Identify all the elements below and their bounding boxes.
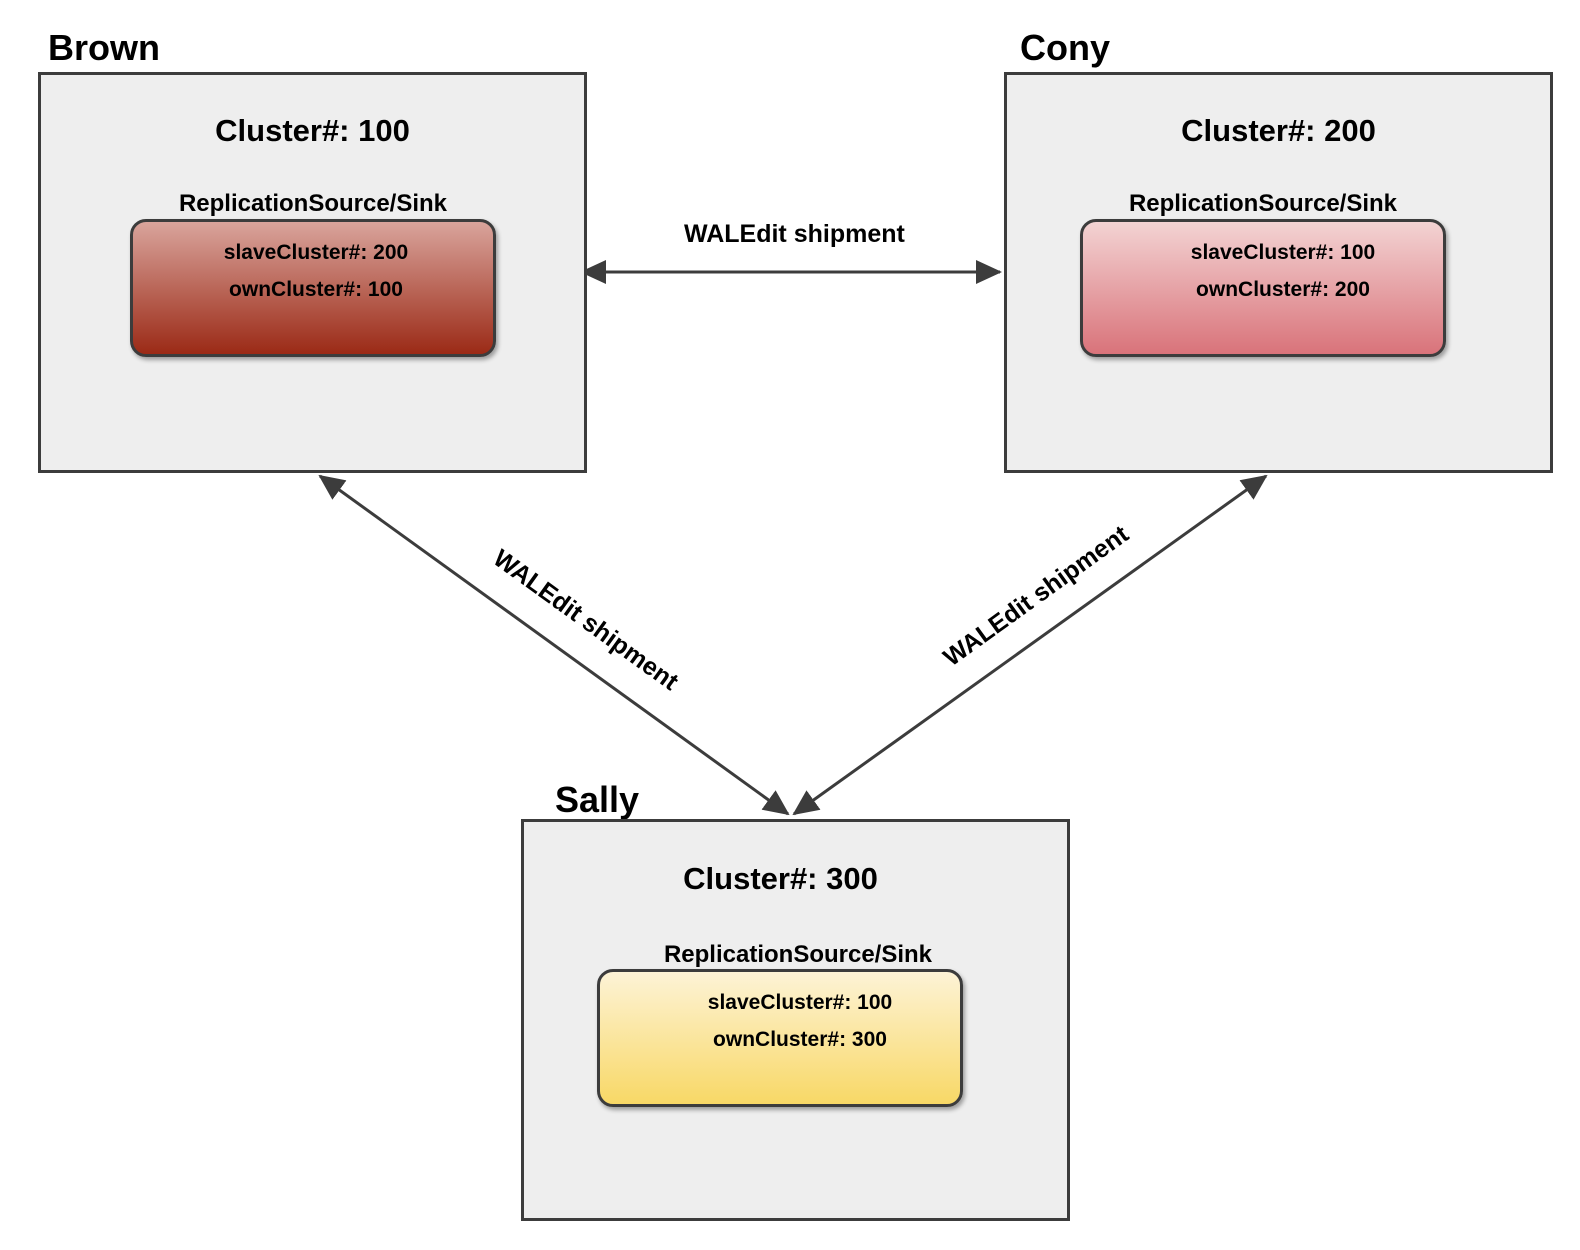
site-name-brown: Brown [48,27,160,68]
site-name-cony: Cony [1020,27,1110,68]
own-cluster-sally: ownCluster#: 300 [713,1028,887,1051]
cluster-box-brown: Cluster#: 100 ReplicationSource/Sink sla… [38,72,587,473]
cluster-box-cony: Cluster#: 200 ReplicationSource/Sink sla… [1004,72,1553,473]
site-name-sally: Sally [555,779,640,820]
arrow-brown-sally [318,474,790,816]
cluster-box-sally: Cluster#: 300 ReplicationSource/Sink sla… [521,819,1070,1221]
edge-label-brown-cony: WALEdit shipment [684,220,905,248]
cluster-title-brown: Cluster#: 100 [215,113,410,148]
slave-cluster-brown: slaveCluster#: 200 [223,241,409,264]
replication-label-sally: ReplicationSource/Sink [663,941,933,968]
replication-box-brown: slaveCluster#: 200 ownCluster#: 100 [130,219,496,357]
own-cluster-cony: ownCluster#: 200 [1196,278,1370,301]
replication-label-brown: ReplicationSource/Sink [178,190,448,217]
slave-cluster-sally: slaveCluster#: 100 [707,991,893,1014]
arrow-cony-sally [792,474,1268,816]
replication-label-cony: ReplicationSource/Sink [1128,190,1398,217]
cluster-title-cony: Cluster#: 200 [1181,113,1376,148]
cluster-title-sally: Cluster#: 300 [683,861,878,896]
slave-cluster-cony: slaveCluster#: 100 [1190,241,1376,264]
replication-box-sally: slaveCluster#: 100 ownCluster#: 300 [597,969,963,1107]
replication-box-cony: slaveCluster#: 100 ownCluster#: 200 [1080,219,1446,357]
own-cluster-brown: ownCluster#: 100 [229,278,403,301]
